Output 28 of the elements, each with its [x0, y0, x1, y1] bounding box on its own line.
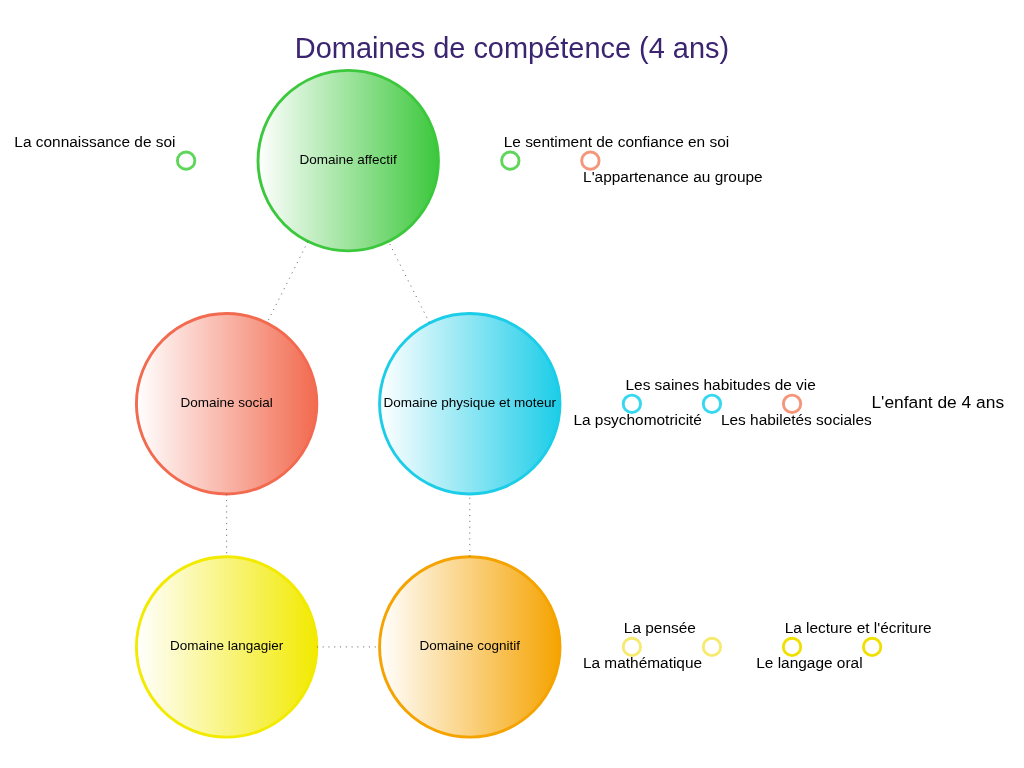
- node-label: La connaissance de soi: [14, 132, 176, 150]
- node-circle: [176, 150, 197, 171]
- node-circle: Domaine social: [135, 312, 319, 496]
- node-label: L'appartenance au groupe: [583, 167, 763, 185]
- node-label: Les habiletés sociales: [720, 410, 872, 428]
- node-circle: [621, 636, 642, 658]
- label: L'enfant de 4 ans: [871, 392, 1005, 413]
- node-circle: Domaine affectif: [256, 68, 440, 253]
- node-circle: [580, 150, 601, 171]
- node-label: La mathématique: [582, 653, 703, 671]
- node-circle: [500, 150, 521, 171]
- diagram-title: Domaines de compétence (4 ans): [294, 31, 730, 64]
- node-label: La pensée: [623, 619, 696, 637]
- node-circle: [862, 636, 883, 658]
- node-label: Les saines habitudes de vie: [625, 376, 816, 394]
- node-circle: Domaine cognitif: [378, 555, 562, 739]
- node-circle: [781, 393, 803, 414]
- node-label: La psychomotricité: [573, 410, 702, 428]
- node-circle: Domaine langagier: [135, 555, 319, 739]
- node-circle: [701, 636, 723, 658]
- node-label: Le langage oral: [756, 653, 863, 671]
- node-label: La lecture et l'écriture: [784, 619, 932, 637]
- node-circle: Domaine physique et moteur: [378, 312, 562, 496]
- node-circle: [701, 393, 723, 414]
- node-circle: [621, 393, 642, 414]
- node-circle: [781, 636, 803, 658]
- node-label: Le sentiment de confiance en soi: [503, 132, 730, 150]
- connector: [266, 241, 309, 324]
